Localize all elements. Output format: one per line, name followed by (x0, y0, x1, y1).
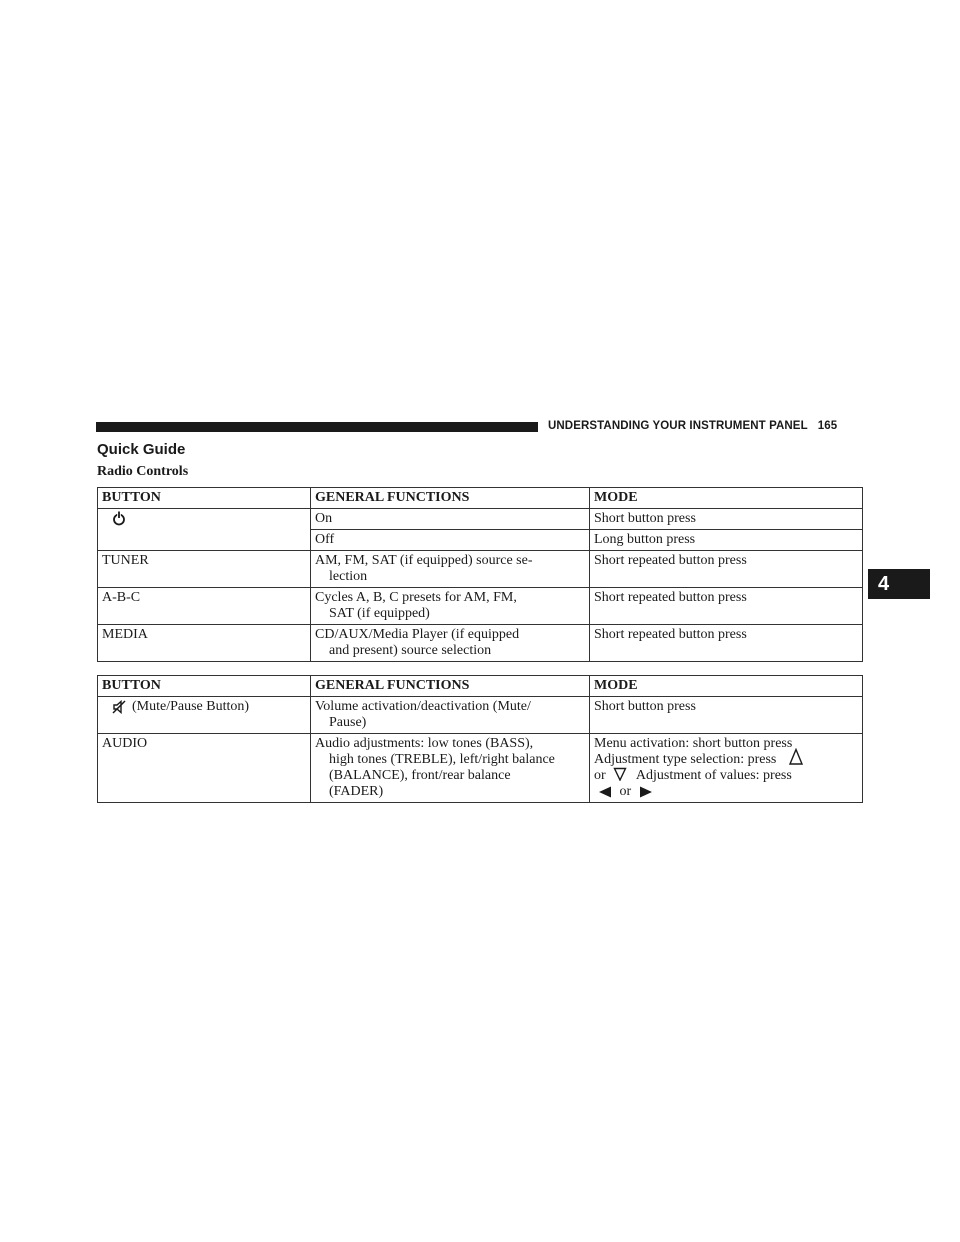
table-row: (Mute/Pause Button) Volume activation/de… (97, 696, 863, 734)
table-row: Off Long button press (98, 529, 863, 551)
function-cell: Cycles A, B, C presets for AM, FM,SAT (i… (310, 587, 590, 625)
function-line: lection (329, 569, 368, 584)
function-line: Audio adjustments: low tones (BASS), (315, 736, 534, 751)
left-arrow-icon (599, 786, 611, 798)
mode-line: or (594, 784, 858, 800)
function-cell: On (310, 508, 590, 530)
right-arrow-icon (639, 786, 652, 798)
mode-cell: Short repeated button press (589, 587, 863, 625)
table-header-row: BUTTON GENERAL FUNCTIONS MODE (97, 487, 863, 509)
header-rule (96, 422, 538, 432)
table-row: A-B-C Cycles A, B, C presets for AM, FM,… (97, 587, 863, 625)
button-cell: MEDIA (97, 624, 311, 662)
down-triangle-icon (613, 767, 627, 781)
mode-text: or (594, 768, 606, 783)
header-title: UNDERSTANDING YOUR INSTRUMENT PANEL (548, 420, 808, 432)
power-icon (113, 511, 125, 526)
header-general-functions: GENERAL FUNCTIONS (310, 487, 590, 509)
function-line: SAT (if equipped) (329, 606, 430, 621)
power-button-cell (97, 508, 311, 551)
page-number: 165 (817, 420, 838, 432)
subsection-title: Radio Controls (97, 464, 189, 479)
table-row: AUDIO Audio adjustments: low tones (BASS… (97, 733, 863, 803)
function-line: (FADER) (329, 784, 384, 799)
mode-cell: Long button press (589, 529, 863, 551)
button-cell: TUNER (97, 550, 311, 588)
header-button: BUTTON (97, 675, 311, 697)
mode-cell: Short button press (589, 696, 863, 734)
mode-line: Menu activation: short button press (594, 736, 793, 751)
function-line: Volume activation/deactivation (Mute/ (315, 699, 531, 714)
function-line: Pause) (329, 715, 367, 730)
mode-cell: Short button press (589, 508, 863, 530)
mute-button-label: (Mute/Pause Button) (132, 699, 250, 714)
mute-icon (112, 699, 126, 714)
mode-text: or (619, 784, 632, 799)
table-row: TUNER AM, FM, SAT (if equipped) source s… (97, 550, 863, 588)
function-line: AM, FM, SAT (if equipped) source se- (315, 553, 533, 568)
header-mode: MODE (589, 675, 863, 697)
radio-controls-table-2: BUTTON GENERAL FUNCTIONS MODE (Mute/Paus… (97, 675, 863, 803)
mode-line: or Adjustment of values: press (594, 767, 858, 784)
function-cell: Audio adjustments: low tones (BASS), hig… (310, 733, 590, 803)
mode-cell: Menu activation: short button press Adju… (589, 733, 863, 803)
header-mode: MODE (589, 487, 863, 509)
function-cell: Volume activation/deactivation (Mute/Pau… (310, 696, 590, 734)
radio-controls-table-1: BUTTON GENERAL FUNCTIONS MODE On Short b… (97, 487, 863, 662)
function-line: CD/AUX/Media Player (if equipped (315, 627, 520, 642)
up-triangle-icon (788, 747, 803, 765)
button-cell: A-B-C (97, 587, 311, 625)
mode-text: Adjustment of values: press (635, 768, 792, 783)
mode-text: Adjustment type selection: press (594, 752, 777, 767)
mode-cell: Short repeated button press (589, 624, 863, 662)
section-title: Quick Guide (97, 441, 186, 458)
table-header-row: BUTTON GENERAL FUNCTIONS MODE (97, 675, 863, 697)
header-button: BUTTON (97, 487, 311, 509)
function-line: (BALANCE), front/rear balance (329, 768, 511, 783)
function-cell: Off (310, 529, 590, 551)
header-general-functions: GENERAL FUNCTIONS (310, 675, 590, 697)
table-row: On Short button press (97, 508, 863, 551)
function-line: and present) source selection (329, 643, 492, 658)
chapter-tab: 4 (868, 569, 930, 599)
mode-cell: Short repeated button press (589, 550, 863, 588)
function-line: high tones (TREBLE), left/right balance (329, 752, 555, 767)
button-cell: AUDIO (97, 733, 311, 803)
running-header: UNDERSTANDING YOUR INSTRUMENT PANEL 165 (548, 420, 837, 432)
function-line: Cycles A, B, C presets for AM, FM, (315, 590, 517, 605)
button-cell: (Mute/Pause Button) (97, 696, 311, 734)
function-cell: AM, FM, SAT (if equipped) source se-lect… (310, 550, 590, 588)
mode-line: Adjustment type selection: press (594, 747, 858, 768)
